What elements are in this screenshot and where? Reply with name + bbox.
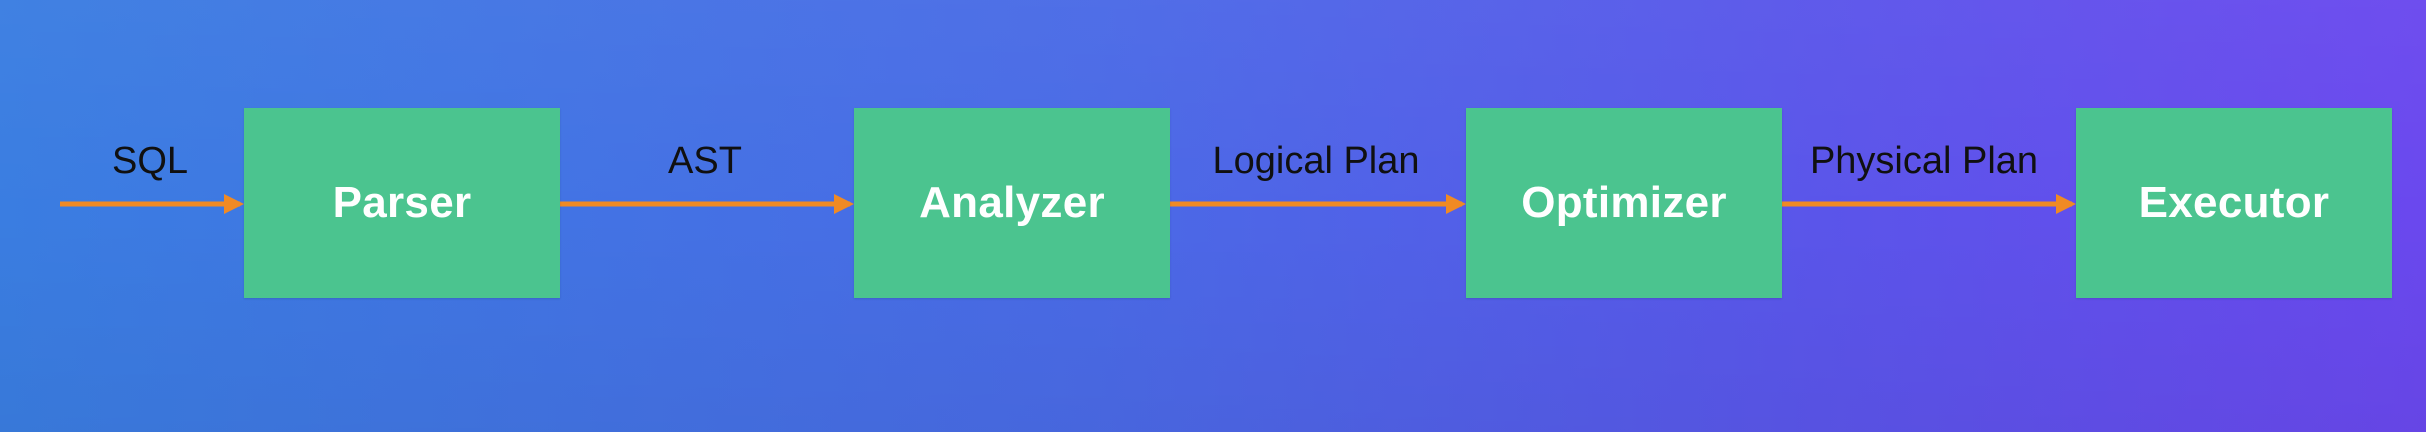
edge-label-physical-plan: Physical Plan	[1809, 140, 2039, 182]
stage-parser: Parser	[244, 108, 560, 298]
edge-label-sql: SQL	[111, 140, 189, 182]
stage-executor: Executor	[2076, 108, 2392, 298]
stage-optimizer: Optimizer	[1466, 108, 1782, 298]
edge-label-logical-plan: Logical Plan	[1212, 140, 1420, 182]
edge-label-ast: AST	[668, 140, 742, 182]
stage-analyzer: Analyzer	[854, 108, 1170, 298]
